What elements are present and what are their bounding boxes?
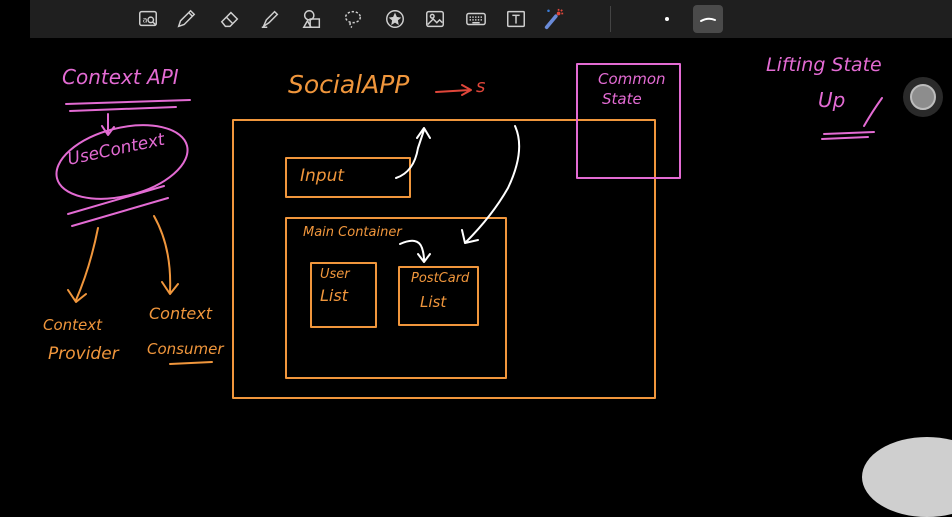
social-app-box xyxy=(232,119,656,399)
context-api-underline xyxy=(65,99,191,112)
context-consumer-label-line1: Context xyxy=(149,304,212,323)
lifting-state-label-line1: Lifting State xyxy=(766,54,882,76)
drawing-canvas[interactable]: Context API UseContext Context Provider … xyxy=(0,38,952,463)
floating-pen-button[interactable] xyxy=(903,77,943,117)
input-box xyxy=(285,157,411,198)
use-context-underline xyxy=(67,185,169,227)
main-container-arrow xyxy=(399,239,431,263)
context-api-label: Context API xyxy=(62,65,179,89)
lifting-state-label-line2: Up xyxy=(818,88,846,112)
main-container-box xyxy=(285,217,507,379)
laser-pointer-icon[interactable] xyxy=(542,7,566,31)
keyboard-icon[interactable] xyxy=(464,7,488,31)
context-consumer-label-line2: Consumer xyxy=(147,340,224,358)
input-up-arrow xyxy=(395,127,431,179)
input-label: Input xyxy=(300,166,345,186)
main-container-label: Main Container xyxy=(303,225,402,240)
pen-icon[interactable] xyxy=(174,7,198,31)
user-list-box xyxy=(310,262,377,328)
state-down-arrow xyxy=(461,125,521,244)
consumer-arrow xyxy=(153,215,179,295)
pen-size-dot-icon[interactable] xyxy=(655,7,679,31)
lifting-state-underline xyxy=(821,131,875,140)
social-app-label: SocialAPP xyxy=(288,70,410,99)
context-provider-label-line1: Context xyxy=(43,316,103,334)
stroke-style-icon xyxy=(700,17,716,22)
text-box-icon[interactable] xyxy=(504,7,528,31)
common-state-label-line2: State xyxy=(602,90,642,108)
consumer-underline xyxy=(169,361,213,365)
pen-color-icon xyxy=(910,84,936,110)
social-app-red-arrow xyxy=(435,84,472,96)
drawing-toolbar: a xyxy=(30,0,952,38)
eraser-icon[interactable] xyxy=(218,7,242,31)
context-provider-label-line2: Provider xyxy=(48,344,119,364)
user-list-label-line2: List xyxy=(320,286,348,305)
common-state-label-line1: Common xyxy=(598,70,666,88)
text-recognition-icon[interactable]: a xyxy=(136,7,160,31)
shapes-icon[interactable] xyxy=(300,7,324,31)
highlighter-icon[interactable] xyxy=(258,7,282,31)
postcard-list-label-line1: PostCard xyxy=(411,271,470,286)
provider-arrow xyxy=(67,227,99,303)
postcard-list-label-line2: List xyxy=(420,293,447,311)
social-app-s-label: s xyxy=(476,76,486,97)
stroke-style-button[interactable] xyxy=(693,5,723,33)
lifting-state-arrow xyxy=(863,97,883,127)
user-list-label-line1: User xyxy=(320,267,350,282)
postcard-list-box xyxy=(398,266,479,326)
image-icon[interactable] xyxy=(423,7,447,31)
sticker-icon[interactable] xyxy=(383,7,407,31)
toolbar-divider xyxy=(610,6,611,32)
svg-text:a: a xyxy=(143,15,148,25)
common-state-box xyxy=(576,63,681,179)
canvas-ink xyxy=(55,63,883,399)
lasso-icon[interactable] xyxy=(341,7,365,31)
